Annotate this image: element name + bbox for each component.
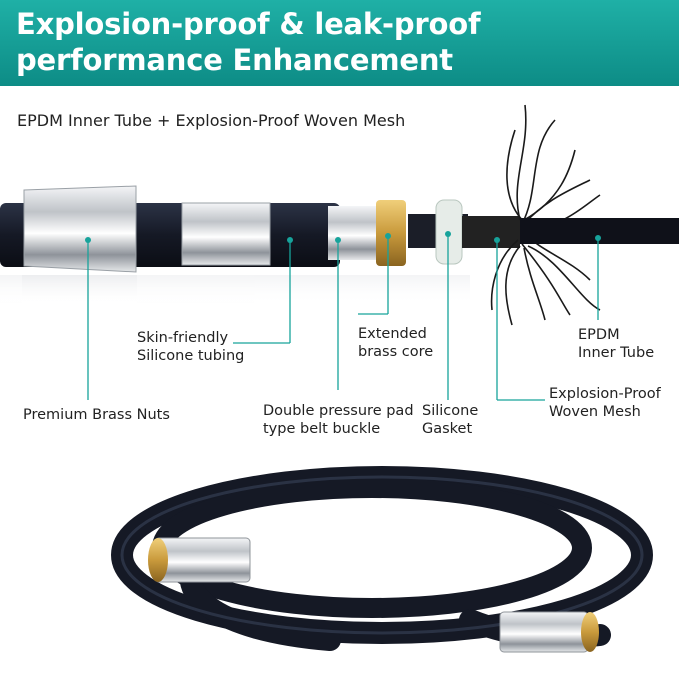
hose-cutaway [0, 104, 679, 326]
woven-mesh [462, 216, 520, 248]
belt-buckle [181, 202, 271, 266]
frayed-mesh-strands [490, 104, 601, 326]
leader-dots [85, 231, 601, 243]
label-brass-core: Extended brass core [358, 326, 434, 360]
brass-core [376, 200, 406, 266]
hose-reflection [0, 275, 470, 305]
brass-nut [23, 185, 137, 273]
page-title: Explosion-proof & leak-proof performance… [16, 7, 481, 77]
label-epdm-inner-tube: EPDM Inner Tube [578, 327, 655, 361]
header-banner: Explosion-proof & leak-proof performance… [0, 0, 679, 86]
coil-nut-left [148, 537, 251, 583]
label-woven-mesh: Explosion-Proof Woven Mesh [549, 386, 661, 420]
chrome-core-sleeve [328, 206, 378, 260]
label-silicone-tubing: Skin-friendly Silicone tubing [137, 330, 245, 364]
coil-nut-right [499, 611, 599, 653]
leader-lines [87, 234, 599, 401]
label-silicone-gasket: Silicone Gasket [422, 403, 479, 437]
label-premium-brass-nuts: Premium Brass Nuts [23, 407, 170, 423]
diagram-subtitle: EPDM Inner Tube + Explosion-Proof Woven … [17, 111, 406, 130]
label-belt-buckle: Double pressure pad type belt buckle [263, 403, 414, 437]
